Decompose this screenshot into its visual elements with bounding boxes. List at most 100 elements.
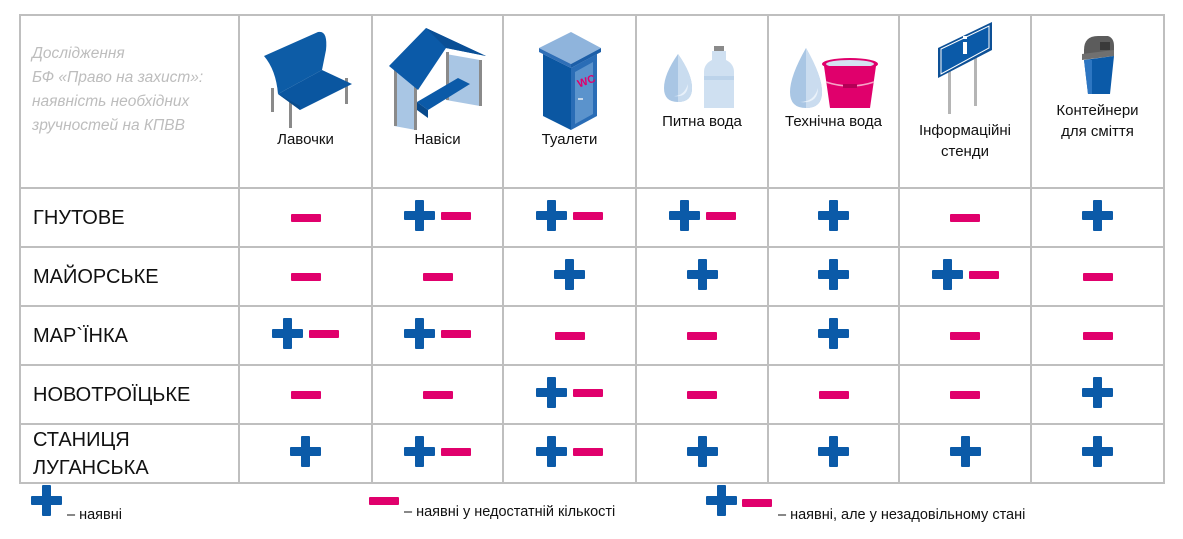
minus-icon xyxy=(441,448,471,456)
status-plusminus xyxy=(272,317,339,349)
status-cell xyxy=(238,305,373,366)
status-cell xyxy=(898,246,1032,307)
checkpoint-name-line: ЛУГАНСЬКА xyxy=(33,456,149,479)
status-plus xyxy=(818,435,849,467)
plus-icon xyxy=(404,199,435,231)
status-plus xyxy=(290,435,321,467)
status-plusminus xyxy=(536,435,603,467)
status-minus xyxy=(290,212,321,222)
column-header-trash-bins: Контейнери для сміття xyxy=(1030,14,1165,189)
status-cell xyxy=(767,246,900,307)
status-plus xyxy=(949,435,981,467)
intro-line: зручностей на КПВВ xyxy=(32,117,185,134)
status-cell xyxy=(767,364,900,425)
status-plus xyxy=(818,258,849,290)
minus-icon xyxy=(687,331,717,340)
status-cell xyxy=(767,187,900,248)
shelter-icon xyxy=(388,28,486,130)
status-cell xyxy=(635,364,769,425)
status-cell xyxy=(1030,187,1165,248)
plus-icon xyxy=(1082,376,1113,408)
column-header-benches: Лавочки xyxy=(238,14,373,189)
minus-icon xyxy=(369,497,399,505)
table-row: МАР`ЇНКА xyxy=(19,305,1165,366)
minus-icon xyxy=(441,212,471,220)
column-header-drinking-water: Питна вода xyxy=(635,14,769,189)
minus-icon xyxy=(950,213,980,222)
status-cell xyxy=(371,246,504,307)
minus-icon xyxy=(573,448,603,456)
plus-icon xyxy=(818,258,849,290)
minus-icon xyxy=(290,390,321,399)
column-label: Інформаційні стенди xyxy=(900,120,1030,162)
column-header-toilets: WC Туалети xyxy=(502,14,637,189)
plus-icon xyxy=(818,435,849,467)
table-row: СТАНИЦЯ ЛУГАНСЬКА xyxy=(19,423,1165,484)
checkpoint-name: МАР`ЇНКА xyxy=(19,305,240,366)
checkpoint-name-line: НОВОТРОЇЦЬКЕ xyxy=(33,383,191,406)
status-cell xyxy=(502,246,637,307)
plus-icon xyxy=(931,258,963,290)
status-cell xyxy=(371,423,504,484)
checkpoint-name-line: МАР`ЇНКА xyxy=(33,324,128,347)
status-plus xyxy=(818,317,849,349)
plus-icon xyxy=(706,485,737,516)
intro-caption: Дослідження БФ «Право на захист»: наявні… xyxy=(19,14,240,189)
status-cell xyxy=(238,246,373,307)
status-cell xyxy=(767,423,900,484)
status-plusminus xyxy=(404,199,471,231)
toilet-icon: WC xyxy=(538,32,601,130)
minus-icon xyxy=(705,212,736,220)
status-cell xyxy=(502,305,637,366)
status-cell xyxy=(1030,364,1165,425)
status-minus xyxy=(422,271,453,281)
column-label: Контейнери для сміття xyxy=(1032,100,1163,142)
plus-icon xyxy=(1082,199,1113,231)
status-cell xyxy=(1030,246,1165,307)
status-minus xyxy=(554,330,585,340)
column-label-line: Інформаційні xyxy=(918,122,1012,139)
status-plus xyxy=(1082,376,1113,408)
column-header-shelters: Навіси xyxy=(371,14,504,189)
minus-icon xyxy=(742,499,772,507)
plus-icon xyxy=(668,199,700,231)
plus-icon xyxy=(290,435,321,467)
technical-water-icon xyxy=(789,48,878,108)
status-minus xyxy=(687,330,717,340)
plus-icon xyxy=(404,435,435,467)
minus-icon xyxy=(687,390,717,399)
checkpoint-name-line: МАЙОРСЬКЕ xyxy=(33,265,159,288)
plus-icon xyxy=(949,435,981,467)
info-stand-icon xyxy=(938,22,992,114)
status-cell xyxy=(371,187,504,248)
status-minus xyxy=(422,389,453,399)
column-header-technical-water: Технічна вода xyxy=(767,14,900,189)
minus-icon xyxy=(950,331,980,340)
status-cell xyxy=(635,187,769,248)
checkpoint-name-line: СТАНИЦЯ xyxy=(33,428,130,451)
trash-bin-icon xyxy=(1081,36,1114,94)
minus-icon xyxy=(422,390,453,399)
status-cell xyxy=(898,187,1032,248)
status-plusminus xyxy=(404,435,471,467)
status-cell xyxy=(371,305,504,366)
status-plus xyxy=(1082,199,1113,231)
status-cell xyxy=(898,364,1032,425)
status-plusminus xyxy=(404,317,471,349)
status-cell xyxy=(502,187,637,248)
status-cell xyxy=(371,364,504,425)
plus-icon xyxy=(686,258,718,290)
column-label-line: для сміття xyxy=(1061,123,1134,140)
plus-icon xyxy=(686,435,718,467)
checkpoint-name-line: ГНУТОВЕ xyxy=(33,206,125,229)
minus-icon xyxy=(441,330,471,338)
column-label-line: стенди xyxy=(941,143,989,160)
legend-label: – наявні xyxy=(67,507,122,523)
minus-icon xyxy=(968,271,999,279)
legend-label: – наявні у недостатній кількості xyxy=(404,504,616,520)
legend-label: – наявні, але у незадовільному стані xyxy=(778,507,1026,523)
column-header-info-stands: Інформаційні стенди xyxy=(898,14,1032,189)
status-plus xyxy=(686,258,718,290)
status-cell xyxy=(238,423,373,484)
status-minus xyxy=(1082,330,1113,340)
